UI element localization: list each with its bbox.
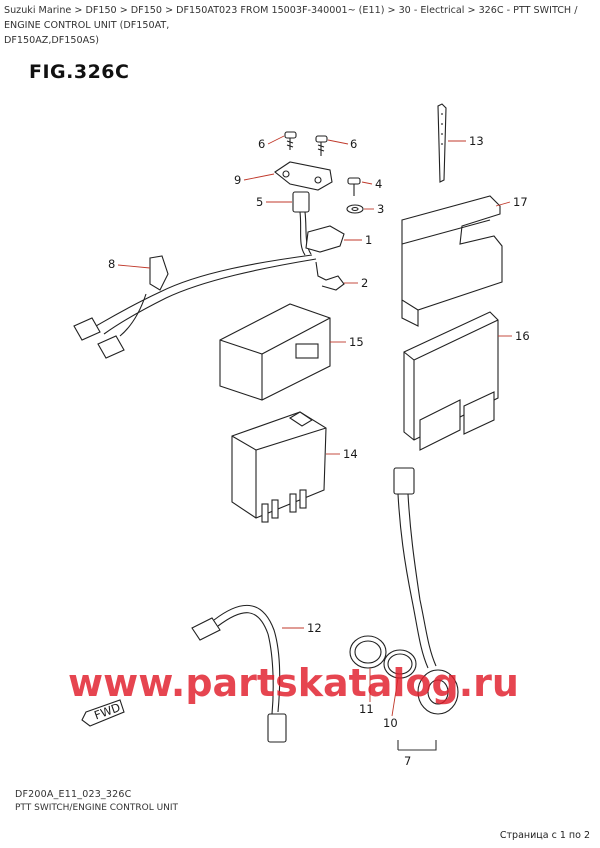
callout-9: 7 [404,754,411,768]
part-switch-harness-12[interactable] [191,604,287,743]
breadcrumb-line-1[interactable]: Suzuki Marine > DF150 > DF150 > DF150AT0… [4,5,578,31]
watermark: www.partskatalog.ru [68,661,519,705]
part-cover-15[interactable] [219,303,331,401]
part-screw-6a[interactable] [284,131,297,150]
callout-12: 12 [307,621,322,635]
callout-3: 3 [377,202,384,216]
callout-1: 1 [365,233,372,247]
part-screw-6b[interactable] [315,135,328,156]
callout-6b: 6 [350,137,357,151]
callout-11: 11 [359,702,374,716]
callout-10: 10 [383,716,398,730]
part-ptt-switch-harness[interactable] [73,191,345,359]
callout-13: 13 [469,134,484,148]
callout-4: 4 [375,177,382,191]
page-indicator: Страница с 1 по 2 [499,830,590,841]
callout-6a: 6 [258,137,265,151]
callout-2: 2 [361,276,368,290]
callout-8: 9 [234,173,241,187]
part-o-ring-10[interactable] [383,649,417,679]
part-ptt-relay-14[interactable] [231,411,327,523]
figure-code: DF200A_E11_023_326C [15,789,132,800]
part-screw-4[interactable] [347,177,361,196]
breadcrumb-line-2[interactable]: DF150AZ,DF150AS) [4,35,100,46]
breadcrumb[interactable]: Suzuki Marine > DF150 > DF150 > DF150AT0… [4,3,596,48]
part-bracket-8[interactable] [274,161,333,191]
part-holder-17[interactable] [401,195,503,327]
part-cable-tie-13[interactable] [437,103,447,183]
figure-caption: PTT SWITCH/ENGINE CONTROL UNIT [15,803,179,813]
callout-7: 8 [108,257,115,271]
part-sensor-harness-9[interactable] [393,467,459,715]
fwd-arrow-icon [81,699,125,727]
callout-15: 15 [349,335,364,349]
callout-16: 16 [515,329,530,343]
callout-17: 17 [513,195,528,209]
part-o-ring-11[interactable] [349,635,387,669]
figure-title: FIG.326C [29,61,130,83]
part-engine-control-unit-16[interactable] [403,311,499,451]
callout-14: 14 [343,447,358,461]
part-washer-3[interactable] [346,204,364,214]
callout-5: 5 [256,195,263,209]
